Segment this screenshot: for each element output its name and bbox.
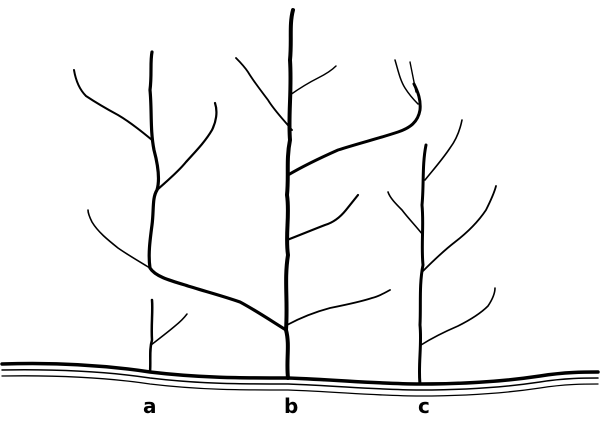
tree-a-trunk <box>148 298 154 374</box>
tree-b <box>235 8 422 380</box>
label-c: c <box>418 394 430 418</box>
tree-c-branch-top-2 <box>409 61 417 93</box>
tree-c-branch-lower-right <box>420 287 496 346</box>
ground-band <box>0 361 600 397</box>
tree-b-branch-upper-left <box>235 57 293 131</box>
ground-line-middle <box>1 369 599 391</box>
ground-line-bottom <box>1 375 599 397</box>
tree-a-branch <box>150 313 188 346</box>
tree-a-large-lower-left-branch <box>87 209 151 269</box>
tree-a-large <box>73 50 288 332</box>
tree-b-branch-upper-right <box>286 82 422 177</box>
tree-a-large-right-branch <box>155 101 218 192</box>
tree-c-branch-upper-left <box>387 191 424 236</box>
ground-line-top <box>0 361 600 386</box>
tree-b-branch-lower-right <box>286 289 391 326</box>
label-a: a <box>143 394 157 418</box>
tree-c-trunk <box>417 143 428 386</box>
tree-b-branch-top-right <box>289 65 337 96</box>
tree-a-small <box>148 298 188 374</box>
tree-a-large-main <box>147 50 288 332</box>
tree-c <box>387 59 497 386</box>
tree-a-large-left-branch <box>73 69 153 141</box>
label-b: b <box>284 394 299 418</box>
tree-c-branch-mid-right <box>421 185 497 273</box>
tree-b-branch-mid-right <box>285 193 360 242</box>
tree-c-branch-top <box>394 59 419 105</box>
tree-c-branch-upper-right <box>424 119 463 181</box>
